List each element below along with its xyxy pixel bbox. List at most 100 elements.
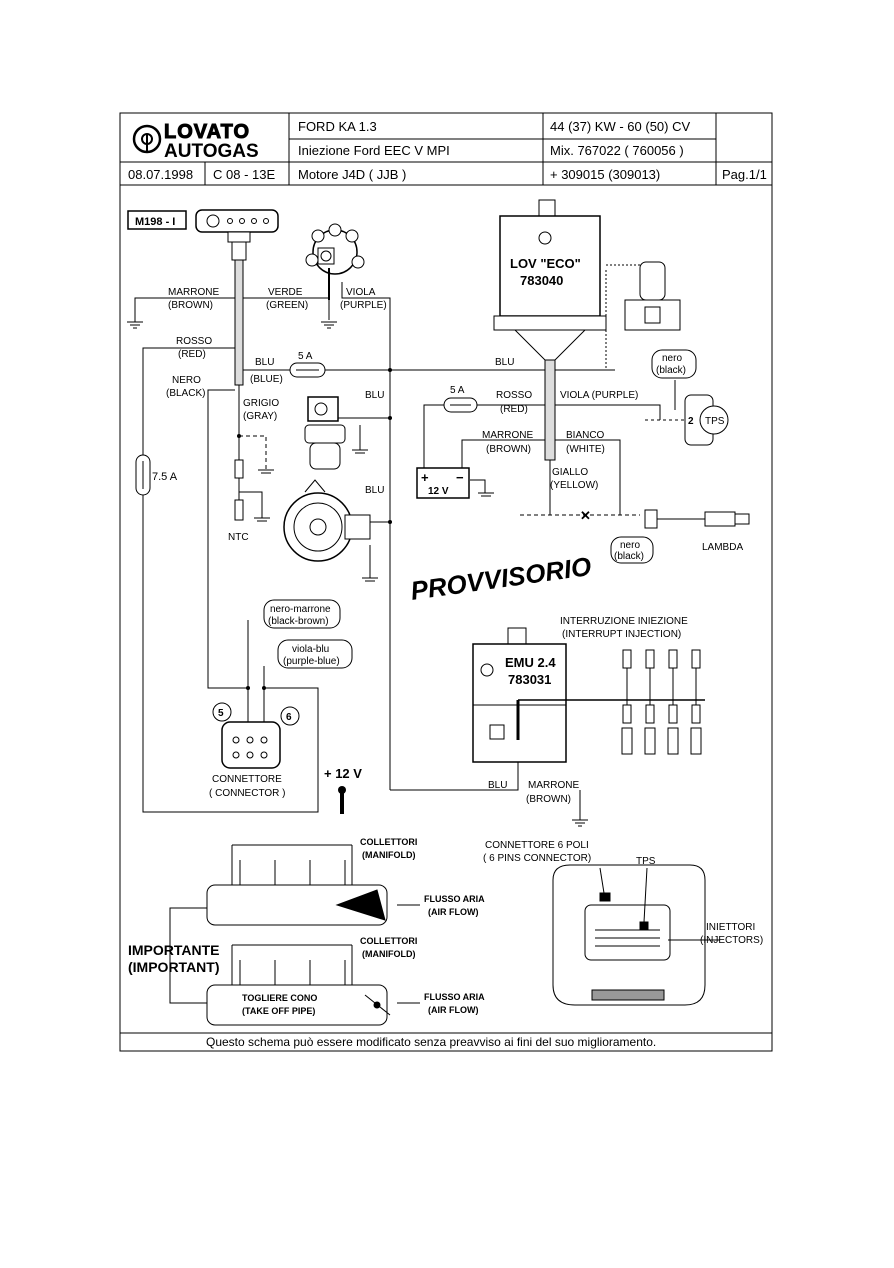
plus12v: + 12 V — [324, 766, 362, 781]
label-giallo: GIALLO — [552, 467, 588, 478]
tps-label: TPS — [705, 416, 725, 427]
fuse-5a-left — [289, 362, 326, 378]
header-mix: Mix. 767022 ( 760056 ) — [550, 143, 684, 158]
footer-note: Questo schema può essere modificato senz… — [206, 1035, 656, 1049]
header-code: C 08 - 13E — [213, 167, 275, 182]
label-red-right: (RED) — [500, 404, 528, 415]
emu-unit: EMU 2.4 783031 — [472, 627, 567, 763]
tps-bay: TPS — [636, 856, 656, 867]
distributor — [305, 223, 365, 300]
collettori-bottom: COLLETTORI — [360, 936, 417, 946]
togliere: TOGLIERE CONO — [242, 993, 317, 1003]
label-ntc: NTC — [228, 532, 249, 543]
header-page: Pag.1/1 — [722, 167, 767, 182]
connector-en: ( CONNECTOR ) — [209, 788, 285, 799]
nero-marrone: nero-marrone — [270, 604, 331, 615]
right-wiring — [423, 380, 690, 516]
header-model: FORD KA 1.3 — [298, 119, 377, 134]
ntc-sensor — [234, 459, 244, 521]
interruzione: INTERRUZIONE INIEZIONE — [560, 616, 688, 627]
label-purple: (PURPLE) — [340, 300, 387, 311]
label-viola-purple: VIOLA (PURPLE) — [560, 390, 638, 401]
lov-name: LOV "ECO" — [510, 256, 581, 271]
black-brown: (black-brown) — [268, 616, 329, 627]
manifold-bottom: (MANIFOLD) — [362, 949, 416, 959]
battery-plus: + — [421, 470, 429, 485]
bubble-viola-blu: viola-blu (purple-blue) — [277, 639, 353, 669]
left-wiring — [134, 282, 615, 813]
label-nero: NERO — [172, 375, 201, 386]
gas-solenoid-valve — [304, 396, 346, 470]
engine-bay-view — [552, 864, 720, 1006]
importante: IMPORTANTE — [128, 942, 220, 958]
injector-harness — [621, 649, 702, 755]
collettori-top: COLLETTORI — [360, 837, 417, 847]
pins6: ( 6 PINS CONNECTOR) — [483, 853, 591, 864]
battery: + − 12 V — [416, 467, 470, 499]
label-verde: VERDE — [268, 287, 303, 298]
flusso-top: FLUSSO ARIA — [424, 894, 485, 904]
gas-injector-valve — [605, 261, 681, 370]
label-green: (GREEN) — [266, 300, 308, 311]
bubble-nero-marrone: nero-marrone (black-brown) — [263, 599, 341, 629]
injectors: (INJECTORS) — [700, 935, 763, 946]
iniettori: INIETTORI — [706, 922, 755, 933]
label-fuse-5a-right: 5 A — [450, 385, 465, 396]
lov-code: 783040 — [520, 273, 563, 288]
label-grigio: GRIGIO — [243, 398, 279, 409]
label-blu-4: BLU — [495, 357, 514, 368]
brand-name-bottom: AUTOGAS — [164, 141, 259, 162]
tps-sensor: TPS 2 — [684, 394, 729, 446]
battery-voltage: 12 V — [428, 486, 449, 497]
black-bottom: (black) — [614, 551, 644, 562]
key-icon — [338, 786, 346, 814]
label-red: (RED) — [178, 349, 206, 360]
conn6: CONNETTORE 6 POLI — [485, 840, 589, 851]
airflow-top: (AIR FLOW) — [428, 907, 478, 917]
label-marrone: MARRONE — [168, 287, 219, 298]
label-marrone-right: MARRONE — [482, 430, 533, 441]
switch-m198: M198 - I — [127, 209, 279, 386]
label-rosso: ROSSO — [176, 336, 212, 347]
interrupt: (INTERRUPT INJECTION) — [562, 629, 681, 640]
cut-mark: ✕ — [580, 508, 591, 523]
flusso-bottom: FLUSSO ARIA — [424, 992, 485, 1002]
switch-label: M198 - I — [135, 216, 175, 228]
label-blu-2: BLU — [365, 390, 384, 401]
label-blue-1: (BLUE) — [250, 374, 283, 385]
lambda-sensor — [644, 509, 750, 529]
label-fuse-75a: 7.5 A — [152, 471, 178, 483]
label-black: (BLACK) — [166, 388, 205, 399]
header-engine: Motore J4D ( JJB ) — [298, 167, 406, 182]
header-kit: + 309015 (309013) — [550, 167, 660, 182]
pressure-reducer — [283, 479, 371, 562]
emu-code: 783031 — [508, 672, 551, 687]
label-brown: (BROWN) — [168, 300, 213, 311]
battery-minus: − — [456, 470, 464, 485]
provvisorio-stamp: PROVVISORIO — [409, 551, 593, 606]
takeoff: (TAKE OFF PIPE) — [242, 1006, 315, 1016]
nero-bubble-bottom: nero (black) — [610, 536, 654, 564]
label-marrone-emu: MARRONE — [528, 780, 579, 791]
black-top: (black) — [656, 365, 686, 376]
lov-eco-unit: LOV "ECO" 783040 — [493, 199, 607, 461]
pin5: 5 — [218, 708, 224, 719]
important: (IMPORTANT) — [128, 959, 220, 975]
label-brown-emu: (BROWN) — [526, 794, 571, 805]
manifold-bottom — [169, 907, 420, 1026]
header-power: 44 (37) KW - 60 (50) CV — [550, 119, 690, 134]
purple-blue: (purple-blue) — [283, 656, 340, 667]
label-rosso-right: ROSSO — [496, 390, 532, 401]
manifold-top — [206, 844, 420, 926]
nero-top: nero — [662, 353, 682, 364]
connettore: CONNETTORE — [212, 774, 282, 785]
label-lambda: LAMBDA — [702, 542, 743, 553]
emu-name: EMU 2.4 — [505, 655, 556, 670]
label-blu-1: BLU — [255, 357, 274, 368]
frame-border — [119, 112, 773, 1052]
header-injection: Iniezione Ford EEC V MPI — [298, 143, 450, 158]
fuse-7-5a — [135, 454, 151, 496]
nero-bottom: nero — [620, 540, 640, 551]
